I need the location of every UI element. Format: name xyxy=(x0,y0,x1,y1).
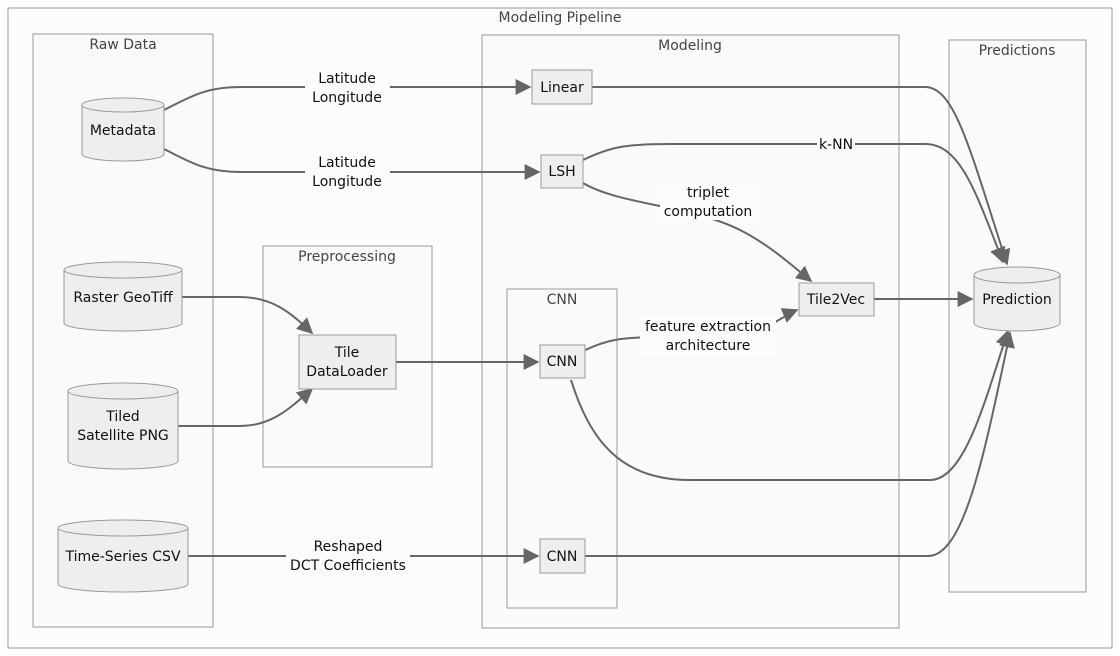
svg-text:Linear: Linear xyxy=(540,80,584,96)
edge-label-dct: Reshaped DCT Coefficients xyxy=(286,538,410,574)
cnn-cluster-title: CNN xyxy=(547,292,578,308)
svg-text:Longitude: Longitude xyxy=(312,90,382,106)
raw-data-title: Raw Data xyxy=(89,37,156,53)
svg-text:triplet: triplet xyxy=(687,185,730,201)
edge-cnn-prediction xyxy=(570,329,1012,481)
cnn-node-dct: CNN xyxy=(539,538,586,574)
edge-cnn2-prediction xyxy=(585,331,1015,557)
edge-metadata-lsh xyxy=(163,148,541,180)
svg-text:CNN: CNN xyxy=(547,354,578,370)
predictions-title: Predictions xyxy=(979,43,1056,59)
svg-text:CNN: CNN xyxy=(547,549,578,565)
modeling-title: Modeling xyxy=(658,38,722,54)
edge-label-meta-linear: Latitude Longitude xyxy=(305,69,390,106)
svg-text:architecture: architecture xyxy=(666,338,751,354)
lsh-node: LSH xyxy=(540,154,584,189)
edge-lsh-prediction xyxy=(582,143,1006,264)
svg-text:LSH: LSH xyxy=(548,164,575,180)
svg-text:DCT Coefficients: DCT Coefficients xyxy=(290,558,406,574)
prediction-node: Prediction xyxy=(973,266,1061,332)
tile2vec-node: Tile2Vec xyxy=(798,282,875,317)
svg-text:Metadata: Metadata xyxy=(90,123,156,139)
time-series-csv-node: Time-Series CSV xyxy=(57,519,189,593)
svg-text:Satellite PNG: Satellite PNG xyxy=(77,428,169,444)
edge-label-knn: k-NN xyxy=(817,137,855,153)
svg-text:Reshaped: Reshaped xyxy=(314,539,383,555)
tile-dataloader-node: Tile DataLoader xyxy=(298,334,397,390)
linear-node: Linear xyxy=(531,69,593,105)
svg-text:Tile: Tile xyxy=(334,345,360,361)
edge-tiled-tiledataloader xyxy=(178,387,314,427)
svg-text:computation: computation xyxy=(664,204,753,220)
svg-text:Raster GeoTiff: Raster GeoTiff xyxy=(73,290,173,306)
edge-label-triplet: triplet computation xyxy=(660,184,756,220)
svg-text:feature extraction: feature extraction xyxy=(645,319,771,335)
tiled-satellite-png-node: Tiled Satellite PNG xyxy=(67,382,179,470)
svg-text:Longitude: Longitude xyxy=(312,174,382,190)
edge-label-meta-lsh: Latitude Longitude xyxy=(305,153,390,190)
svg-text:Tiled: Tiled xyxy=(105,409,139,425)
svg-text:Tile2Vec: Tile2Vec xyxy=(806,292,865,308)
svg-text:k-NN: k-NN xyxy=(819,137,853,153)
pipeline-title: Modeling Pipeline xyxy=(499,10,622,26)
raster-geotiff-node: Raster GeoTiff xyxy=(63,261,183,332)
edge-lsh-tile2vec xyxy=(582,182,813,283)
svg-text:Time-Series CSV: Time-Series CSV xyxy=(64,549,180,565)
edge-raster-tiledataloader xyxy=(182,296,314,335)
cnn-node-feature: CNN xyxy=(539,344,586,379)
edge-metadata-linear xyxy=(163,79,532,111)
preprocessing-title: Preprocessing xyxy=(298,249,396,265)
svg-text:DataLoader: DataLoader xyxy=(306,364,388,380)
metadata-node: Metadata xyxy=(81,97,165,162)
edge-linear-prediction xyxy=(592,86,1011,266)
svg-text:Latitude: Latitude xyxy=(318,71,376,87)
edge-label-feature-extraction: feature extraction architecture xyxy=(640,318,776,354)
svg-text:Prediction: Prediction xyxy=(982,292,1052,308)
svg-text:Latitude: Latitude xyxy=(318,155,376,171)
